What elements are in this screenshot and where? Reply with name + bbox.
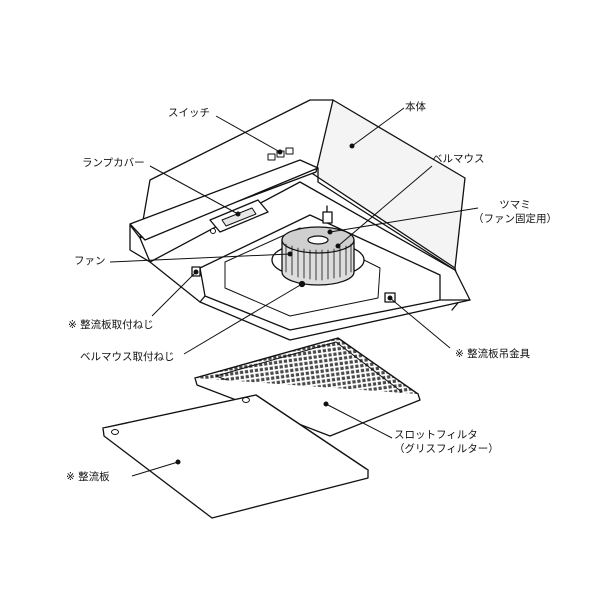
label-plate: ※ 整流板: [66, 471, 110, 483]
label-plate-screw: ※ 整流板取付ねじ: [68, 319, 154, 331]
leader-bell-screw: [183, 281, 305, 355]
hood-body: [129, 99, 471, 341]
label-hanger: ※ 整流板吊金具: [455, 348, 531, 360]
rectifier-plate: [102, 394, 369, 519]
label-body: 本体: [405, 101, 426, 113]
leader-knob: [327, 207, 479, 235]
leader-hanger: [387, 295, 451, 349]
label-lamp-cover: ランプカバー: [82, 157, 145, 169]
label-switch: スイッチ: [168, 107, 210, 119]
leader-filter: [323, 401, 393, 439]
label-fan: ファン: [74, 255, 106, 267]
label-filter: スロットフィルタ （グリスフィルター）: [394, 428, 499, 456]
label-bell-mouth: ベルマウス: [432, 153, 485, 165]
leader-plate: [131, 459, 181, 477]
leader-fan: [109, 251, 293, 263]
slot-filter: [194, 337, 421, 437]
label-filter-line2: （グリスフィルター）: [394, 443, 499, 455]
label-knob-line2: （ファン固定用）: [473, 213, 557, 225]
label-knob: ツマミ （ファン固定用）: [468, 198, 562, 226]
leader-body: [349, 107, 405, 149]
leader-switch: [215, 115, 283, 155]
label-bell-screw: ベルマウス取付ねじ: [80, 351, 175, 363]
leader-plate-screw: [151, 269, 199, 317]
fan-knob: [322, 205, 333, 224]
label-knob-line1: ツマミ: [499, 199, 531, 211]
fan-bellmouth: [271, 226, 365, 286]
label-filter-line1: スロットフィルタ: [394, 429, 478, 441]
leader-bell-mouth: [335, 165, 433, 249]
leader-lamp-cover: [149, 165, 241, 217]
